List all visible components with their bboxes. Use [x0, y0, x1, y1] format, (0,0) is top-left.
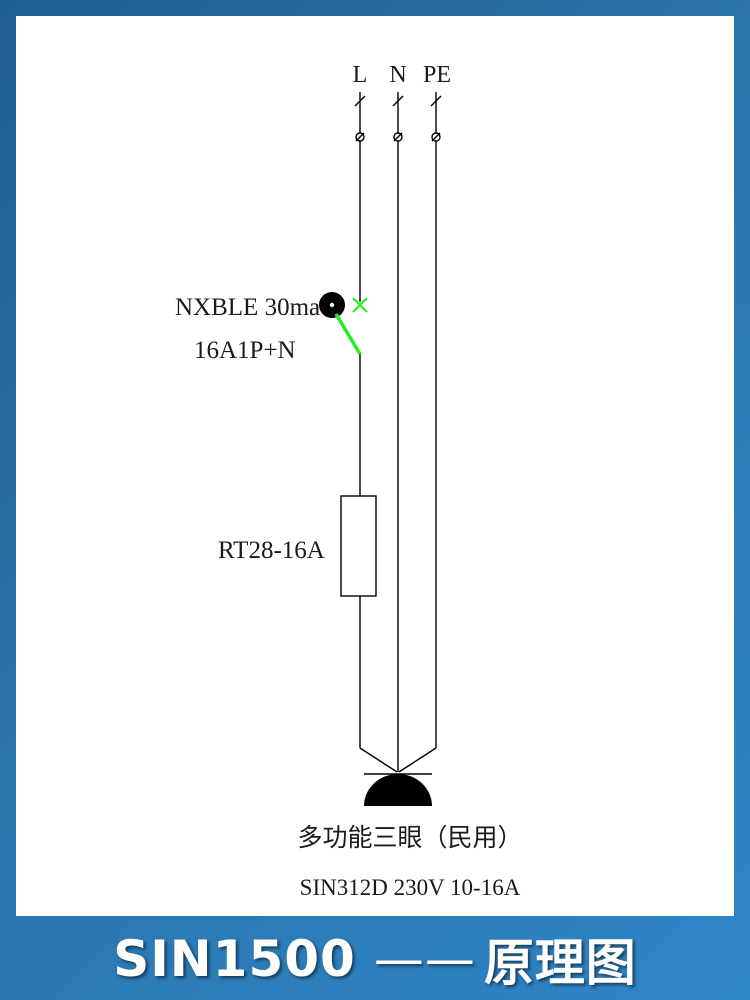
socket-model-label: SIN312D 230V 10-16A [300, 875, 521, 900]
socket-symbol [364, 773, 432, 806]
conductor-label-pe: PE [423, 62, 451, 88]
fuse-label: RT28-16A [218, 537, 325, 564]
wire-pe [398, 92, 437, 773]
circuit-schematic: L N PE [175, 62, 523, 900]
page-title: SIN1500 —— 原理图 [0, 918, 750, 1000]
conductor-label-n: N [389, 62, 406, 88]
terminal-ticks [354, 95, 442, 107]
terminal-points [355, 132, 441, 142]
title-separator: —— [373, 930, 476, 988]
conductor-label-l: L [353, 62, 368, 88]
fuse-symbol [340, 495, 377, 597]
diagram-panel: L N PE [16, 16, 734, 916]
title-model: SIN1500 [113, 930, 356, 988]
rcbo-model-label: NXBLE 30ma [175, 294, 320, 321]
socket-name-label: 多功能三眼（民用） [297, 824, 522, 852]
rcbo-rating-label: 16A1P+N [194, 337, 296, 364]
wire-l [359, 92, 398, 773]
rcbo-breaker-symbol [319, 292, 368, 355]
title-text: 原理图 [483, 934, 637, 992]
